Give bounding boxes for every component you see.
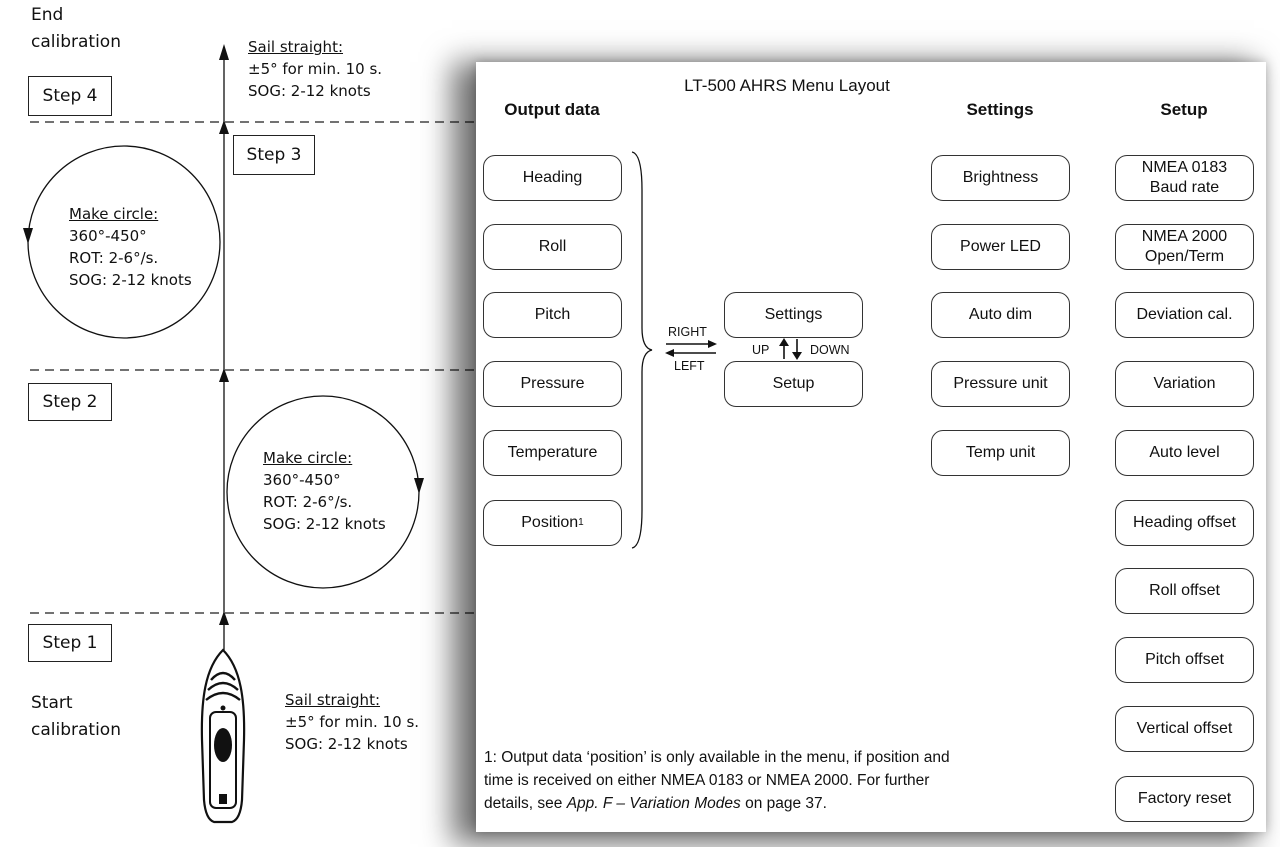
output-group-brace (631, 151, 653, 549)
footnote-line: 1: Output data ‘position’ is only availa… (484, 749, 950, 766)
up-down-arrows-icon (779, 338, 802, 360)
course-arrow (219, 44, 229, 60)
sail-straight-top-text: Sail straight: ±5° for min. 10 s. SOG: 2… (248, 38, 383, 100)
course-arrow (219, 611, 229, 625)
circle-upper-text: Make circle: 360°-450° ROT: 2-6°/s. SOG:… (69, 205, 192, 289)
setup-item-variation[interactable]: Variation (1115, 361, 1254, 407)
step-4-box: Step 4 (28, 76, 112, 116)
setup-item-pitch-offset[interactable]: Pitch offset (1115, 637, 1254, 683)
menu-item-temperature[interactable]: Temperature (483, 430, 622, 476)
menu-item-setup[interactable]: Setup (724, 361, 863, 407)
nav-left-label: LEFT (674, 359, 705, 373)
boat-icon (200, 648, 246, 824)
setup-item-label: NMEA 2000 (1141, 228, 1228, 245)
settings-item-brightness[interactable]: Brightness (931, 155, 1070, 201)
setup-item-label: Open/Term (1144, 248, 1225, 265)
setup-item-factory-reset[interactable]: Factory reset (1115, 776, 1254, 822)
setup-header: Setup (1160, 100, 1208, 119)
setup-item-label: NMEA 0183 (1141, 159, 1228, 176)
end-calibration-label: End calibration (31, 5, 121, 52)
course-arrow (219, 368, 229, 382)
settings-header: Settings (966, 100, 1034, 119)
nav-down-label: DOWN (810, 343, 850, 357)
setup-item-auto-level[interactable]: Auto level (1115, 430, 1254, 476)
menu-item-roll[interactable]: Roll (483, 224, 622, 270)
footnote-line: time is received on either NMEA 0183 or … (484, 772, 930, 789)
setup-item-roll-offset[interactable]: Roll offset (1115, 568, 1254, 614)
setup-item-heading-offset[interactable]: Heading offset (1115, 500, 1254, 546)
position-label: Position (521, 514, 579, 531)
circle-arrow-lower (414, 478, 424, 494)
footnote-text: on page 37. (740, 795, 827, 812)
footnote-marker: 1 (578, 517, 584, 528)
menu-item-pitch[interactable]: Pitch (483, 292, 622, 338)
menu-item-settings[interactable]: Settings (724, 292, 863, 338)
nav-up-label: UP (752, 343, 770, 357)
footnote-line: details, see App. F – Variation Modes on… (484, 792, 1044, 815)
settings-item-temp-unit[interactable]: Temp unit (931, 430, 1070, 476)
settings-item-auto-dim[interactable]: Auto dim (931, 292, 1070, 338)
settings-item-pressure-unit[interactable]: Pressure unit (931, 361, 1070, 407)
left-arrow-icon (665, 349, 716, 357)
setup-item-deviation-cal[interactable]: Deviation cal. (1115, 292, 1254, 338)
menu-item-pressure[interactable]: Pressure (483, 361, 622, 407)
start-calibration-label: Start calibration (31, 693, 121, 740)
circle-arrow-upper (23, 228, 33, 244)
setup-item-label: Baud rate (1149, 179, 1220, 196)
footnote-text: details, see (484, 795, 567, 812)
step-1-box: Step 1 (28, 624, 112, 662)
footnote-reference: App. F – Variation Modes (566, 795, 741, 812)
menu-item-heading[interactable]: Heading (483, 155, 622, 201)
setup-item-vertical-offset[interactable]: Vertical offset (1115, 706, 1254, 752)
right-arrow-icon (666, 340, 717, 348)
sail-straight-bottom-text: Sail straight: ±5° for min. 10 s. SOG: 2… (285, 691, 420, 753)
course-arrow (219, 120, 229, 134)
settings-item-power-led[interactable]: Power LED (931, 224, 1070, 270)
step-3-box: Step 3 (233, 135, 315, 175)
circle-lower-text: Make circle: 360°-450° ROT: 2-6°/s. SOG:… (263, 449, 386, 533)
menu-layout-panel: LT-500 AHRS Menu Layout Output data Sett… (476, 62, 1266, 832)
output-data-header: Output data (504, 100, 600, 119)
footnote: 1: Output data ‘position’ is only availa… (484, 746, 1044, 815)
nav-right-label: RIGHT (668, 325, 707, 339)
menu-title: LT-500 AHRS Menu Layout (684, 76, 890, 95)
step-2-box: Step 2 (28, 383, 112, 421)
